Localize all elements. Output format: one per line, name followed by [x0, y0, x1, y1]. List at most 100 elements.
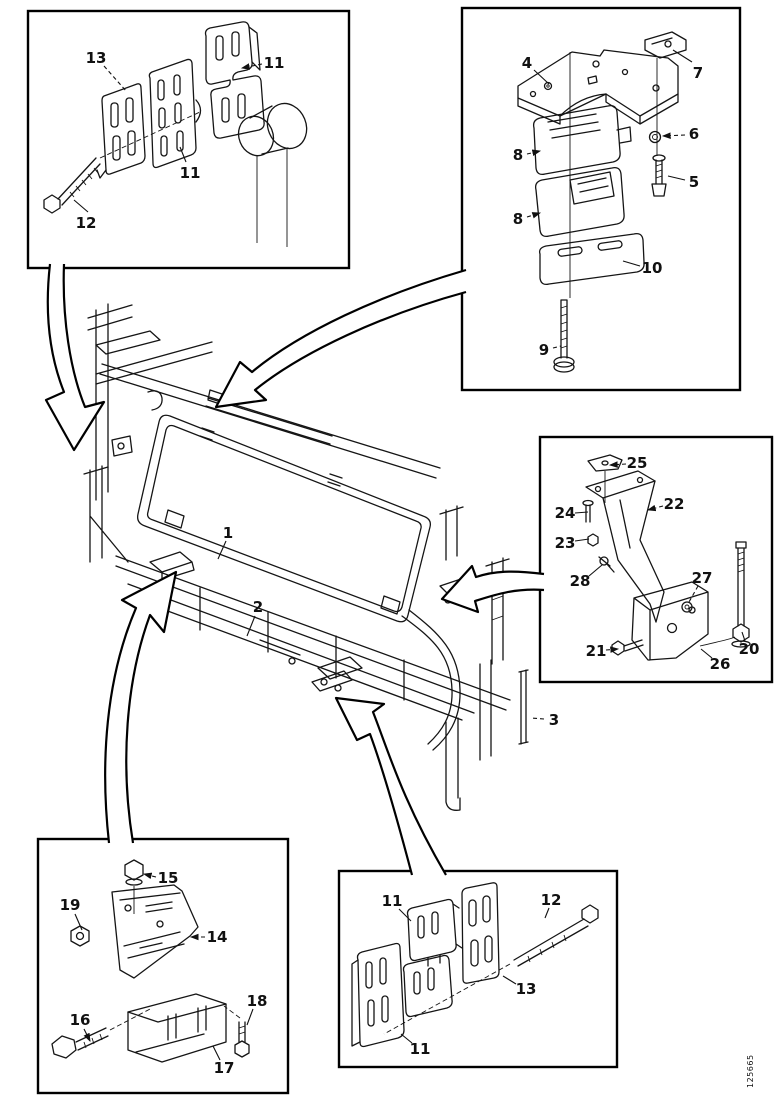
part-label-10: 10 — [622, 259, 663, 277]
part-label-24: 24 — [555, 504, 589, 522]
callout-box-detail-top-left — [26, 9, 351, 270]
part-20-bolt — [735, 541, 747, 627]
part-label-26: 26 — [700, 648, 731, 673]
part-14-bracket — [111, 884, 199, 979]
svg-text:13: 13 — [516, 980, 537, 998]
part-label-19: 19 — [60, 896, 83, 931]
svg-text:13: 13 — [86, 49, 107, 67]
part-label-5: 5 — [667, 173, 699, 191]
part-label-13: 13 — [502, 975, 537, 998]
part-13-plate — [101, 83, 146, 175]
part-label-27: 27 — [688, 569, 712, 603]
svg-text:12: 12 — [541, 891, 562, 909]
flow-arrow-bottom-middle — [334, 696, 447, 876]
detail-top-right-art — [517, 31, 687, 373]
header-rail — [99, 363, 441, 479]
part-label-8: 8 — [513, 210, 542, 228]
main-assembly-art — [83, 303, 529, 811]
part-label-8: 8 — [513, 146, 542, 164]
detail-middle-right-art — [582, 454, 751, 661]
part-13-plate-b — [461, 882, 500, 984]
part-11-pad-middle — [148, 58, 197, 169]
part-label-20: 20 — [739, 631, 760, 658]
part-label-11: 11 — [382, 892, 412, 922]
svg-text:19: 19 — [60, 896, 81, 914]
svg-text:4: 4 — [522, 54, 532, 72]
flow-arrow-bottom-left — [104, 570, 178, 844]
part-label-28: 28 — [570, 564, 603, 590]
part-3-rod — [518, 669, 529, 745]
part-19-nut — [70, 925, 90, 947]
part-label-14: 14 — [189, 928, 227, 946]
svg-text:21: 21 — [586, 642, 607, 660]
svg-text:28: 28 — [570, 572, 591, 590]
part-label-11: 11 — [240, 54, 285, 72]
svg-text:26: 26 — [710, 655, 731, 673]
callout-box-detail-middle-right — [538, 435, 774, 684]
part-1-guard-frame — [137, 414, 431, 623]
svg-text:3: 3 — [549, 711, 559, 729]
svg-text:20: 20 — [739, 640, 760, 658]
part-9-bolt — [560, 299, 568, 359]
flow-arrow-top-left — [44, 263, 106, 452]
part-label-12: 12 — [541, 891, 562, 919]
part-label-6: 6 — [661, 125, 699, 143]
svg-text:11: 11 — [180, 164, 201, 182]
svg-text:8: 8 — [513, 210, 523, 228]
svg-text:23: 23 — [555, 534, 576, 552]
part-label-1: 1 — [217, 524, 233, 560]
part-label-18: 18 — [246, 992, 268, 1026]
svg-text:6: 6 — [689, 125, 699, 143]
detail-top-left-art — [43, 21, 308, 247]
part-6-washer — [648, 130, 662, 144]
part-label-3: 3 — [530, 711, 559, 729]
callout-box-frames — [26, 6, 774, 1095]
svg-text:22: 22 — [664, 495, 685, 513]
svg-text:5: 5 — [689, 173, 699, 191]
part-label-25: 25 — [608, 454, 648, 472]
part-2-sill-rail — [115, 555, 511, 721]
svg-text:11: 11 — [382, 892, 403, 910]
svg-text:24: 24 — [555, 504, 576, 522]
flow-arrows — [44, 263, 545, 876]
svg-text:7: 7 — [693, 64, 703, 82]
part-label-9: 9 — [539, 341, 562, 359]
part-15-nut — [124, 859, 144, 881]
part-label-11: 11 — [179, 146, 201, 182]
part-17-bracket — [127, 993, 227, 1063]
svg-text:1: 1 — [223, 524, 233, 542]
part-label-21: 21 — [586, 642, 620, 660]
flow-arrow-top-right — [214, 268, 467, 409]
detail-bottom-left-art — [51, 859, 250, 1063]
svg-text:8: 8 — [513, 146, 523, 164]
callout-box-detail-top-right — [460, 6, 742, 392]
part-4-plate — [517, 49, 679, 117]
part-buffer-cylinder — [237, 115, 275, 157]
svg-text:18: 18 — [247, 992, 268, 1010]
part-22-bracket — [585, 470, 656, 499]
part-23-nut — [587, 533, 599, 547]
part-21-bolt — [611, 640, 625, 656]
svg-text:11: 11 — [264, 54, 285, 72]
detail-bottom-middle-art — [351, 882, 599, 1048]
part-label-2: 2 — [246, 598, 263, 637]
svg-text:9: 9 — [539, 341, 549, 359]
part-7-clip — [644, 31, 687, 59]
svg-text:25: 25 — [627, 454, 648, 472]
part-label-4: 4 — [522, 54, 550, 85]
svg-text:10: 10 — [642, 259, 663, 277]
part-26-bracket — [631, 581, 709, 661]
flow-arrow-middle-right — [440, 564, 545, 614]
part-25-clip — [587, 454, 623, 472]
part-16-bolt — [51, 1035, 77, 1059]
part-27-bushing — [681, 601, 693, 613]
part-12-bolt-b — [581, 904, 599, 924]
part-10-plate — [538, 232, 645, 286]
part-12-bolt — [57, 157, 101, 206]
part-8-cushion-lower — [534, 166, 625, 238]
callout-box-detail-bottom-middle — [337, 869, 619, 1069]
svg-text:17: 17 — [214, 1059, 235, 1077]
